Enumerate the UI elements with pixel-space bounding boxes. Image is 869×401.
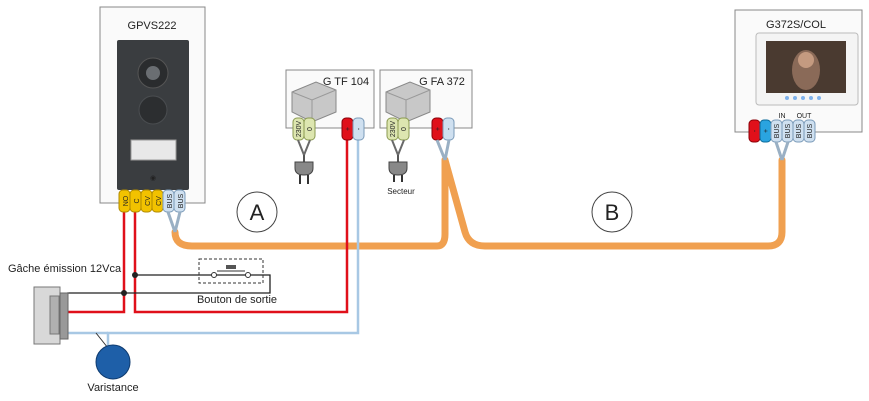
varistor: Varistance — [87, 332, 139, 394]
exit-button-label: Bouton de sortie — [197, 294, 277, 306]
panel-logo: ◉ — [150, 175, 156, 182]
terminal-label: + — [435, 127, 442, 131]
terminal-label: BUS — [796, 123, 803, 138]
speaker-icon — [138, 95, 168, 125]
transformer-module-icon — [291, 81, 337, 123]
strike-device: Gâche émission 12Vca — [8, 263, 122, 345]
junction-dot — [132, 272, 138, 278]
contact-icon — [245, 272, 251, 278]
terminal-label: CV — [156, 196, 163, 206]
terminal-label: - — [446, 127, 453, 130]
panel-terminals: NO C CV CV BUS BUS — [118, 189, 186, 233]
exit-wire-top — [135, 274, 271, 294]
monitor-button-icon — [793, 96, 797, 100]
name-label-plate — [130, 139, 177, 161]
plug-pins-icon — [393, 175, 403, 182]
power-supply-module-icon — [385, 81, 431, 123]
panel-device: GPVS222 ◉ — [99, 6, 206, 204]
push-icon — [226, 265, 236, 269]
terminal-label: + — [763, 129, 770, 133]
strike-latch — [49, 295, 60, 335]
segment-a-text: A — [250, 200, 265, 225]
varistor-icon — [95, 344, 131, 380]
terminal-label: - — [752, 129, 759, 132]
mains-cord — [391, 139, 405, 156]
plug-icon — [388, 161, 408, 176]
bus-cable-segment-a — [171, 156, 449, 250]
red-wire-no — [67, 210, 126, 314]
monitor-button-icon — [785, 96, 789, 100]
segment-label-b: B — [591, 191, 633, 233]
mains-cord — [297, 139, 311, 156]
strike-label: Gâche émission 12Vca — [8, 263, 122, 275]
monitor-out-label: OUT — [797, 113, 813, 120]
terminal-label: BUS — [167, 193, 174, 208]
contact-icon — [211, 272, 217, 278]
plug-icon — [294, 161, 314, 176]
terminal-label: BUS — [785, 123, 792, 138]
monitor-in-label: IN — [779, 113, 786, 120]
red-wire-c — [133, 140, 349, 314]
transformer-device: G TF 104 230V 0 + - — [285, 69, 375, 184]
segment-b-text: B — [605, 200, 620, 225]
transformer-name: G TF 104 — [323, 76, 369, 88]
exit-button-box — [198, 258, 264, 284]
panel-name: GPVS222 — [128, 20, 177, 32]
exit-button: Bouton de sortie — [197, 258, 277, 306]
strike-body — [59, 292, 69, 340]
terminal-minus — [352, 117, 365, 141]
segment-a-circle — [236, 191, 278, 233]
terminal-label: - — [356, 127, 363, 130]
terminal-label: 0 — [307, 127, 314, 131]
segment-b-circle — [591, 191, 633, 233]
bus-twist — [166, 211, 182, 233]
terminal-label: 230V — [296, 121, 303, 138]
junction-dot — [121, 290, 127, 296]
secteur-label: Secteur — [387, 187, 415, 196]
bus-twist — [435, 139, 451, 161]
exit-button-wires — [67, 274, 271, 294]
terminal-label: 0 — [401, 127, 408, 131]
power-supply-device: G FA 372 230V 0 + - Secteur — [379, 69, 473, 196]
camera-lens-icon — [146, 66, 160, 80]
segment-label-a: A — [236, 191, 278, 233]
red-wires — [67, 140, 349, 314]
varistor-label: Varistance — [87, 382, 138, 394]
terminal-label: C — [134, 198, 141, 203]
terminal-label: BUS — [774, 123, 781, 138]
monitor-button-icon — [809, 96, 813, 100]
screen-image-face — [798, 52, 814, 68]
terminal-label: BUS — [178, 193, 185, 208]
monitor-button-icon — [817, 96, 821, 100]
terminal-label: 230V — [390, 121, 397, 138]
bus-twist — [774, 141, 790, 161]
power-supply-name: G FA 372 — [419, 76, 465, 88]
monitor-button-icon — [801, 96, 805, 100]
terminal-label: BUS — [807, 123, 814, 138]
terminal-label: + — [345, 127, 352, 131]
bus-cable-segment-b — [441, 156, 786, 250]
monitor-name: G372S/COL — [766, 19, 826, 31]
plug-pins-icon — [299, 175, 309, 184]
terminal-bus-out2 — [803, 119, 816, 143]
blue-wire — [106, 140, 360, 348]
terminal-label: NO — [123, 195, 130, 206]
monitor-device: G372S/COL - + BUS BUS BUS BUS IN OUT — [734, 9, 863, 161]
varistor-lead — [95, 332, 109, 349]
bus-cable — [171, 156, 786, 250]
terminal-label: CV — [145, 196, 152, 206]
